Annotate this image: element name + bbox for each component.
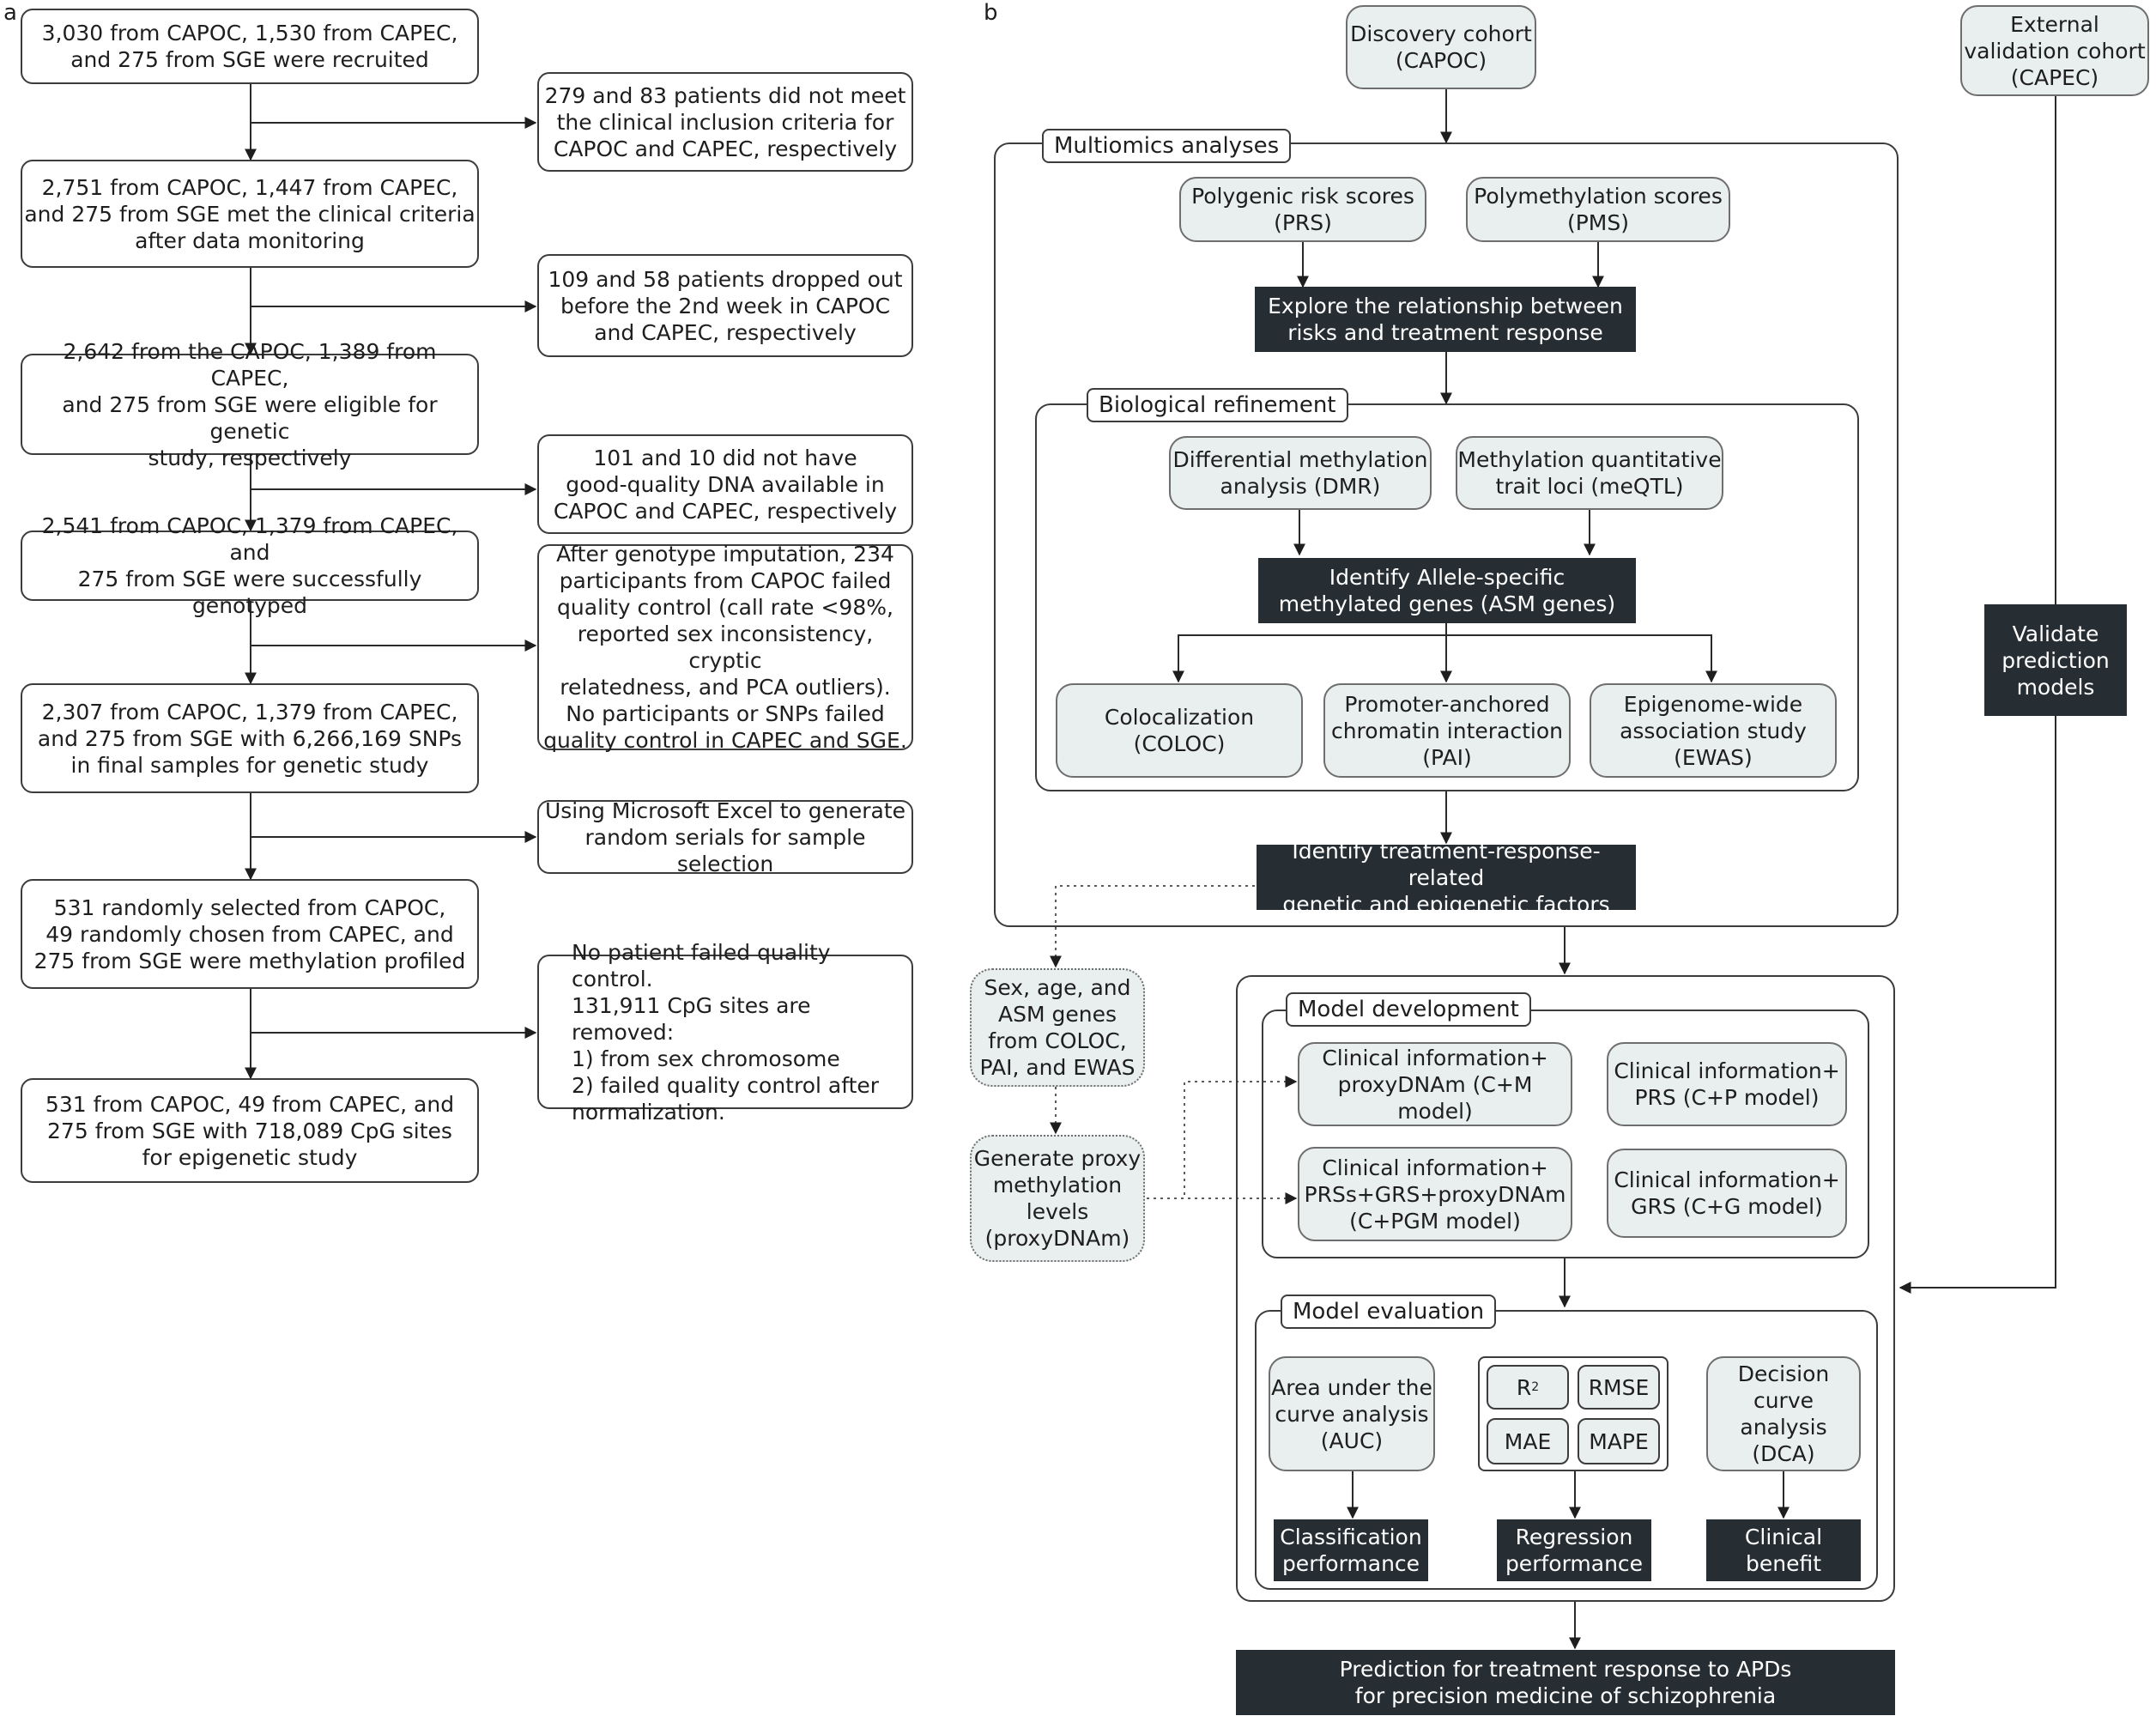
pai-box: Promoter-anchored chromatin interaction …	[1323, 683, 1571, 778]
flow-genotyped: 2,541 from CAPOC, 1,379 from CAPEC, and …	[21, 513, 479, 618]
model-evaluation-group	[1255, 1310, 1878, 1590]
regression-performance: Regression performance	[1497, 1519, 1651, 1581]
arrow-validate-modeleval	[1899, 716, 2056, 1294]
ewas-box: Epigenome-wide association study (EWAS)	[1590, 683, 1837, 778]
exclusion-methylation-qc: No patient failed quality control. 131,9…	[537, 940, 913, 1125]
cg-model-box: Clinical information+ GRS (C+G model)	[1607, 1149, 1847, 1238]
cm-model-box: Clinical information+ proxyDNAm (C+M mod…	[1298, 1042, 1572, 1126]
panel-label-a: a	[3, 0, 17, 26]
flow-final-genetic: 2,307 from CAPOC, 1,379 from CAPEC, and …	[21, 683, 479, 793]
model-development-tag: Model development	[1286, 992, 1531, 1027]
classification-performance: Classification performance	[1274, 1519, 1428, 1581]
note-random-serials: Using Microsoft Excel to generate random…	[537, 798, 913, 876]
exclusion-inclusion-criteria: 279 and 83 patients did not meet the cli…	[537, 72, 913, 172]
model-evaluation-tag: Model evaluation	[1281, 1295, 1497, 1329]
prs-box: Polygenic risk scores (PRS)	[1179, 177, 1426, 242]
explore-relationship: Explore the relationship between risks a…	[1255, 287, 1636, 352]
flow-eligible-genetic: 2,642 from the CAPOC, 1,389 from CAPEC, …	[21, 339, 479, 470]
identify-asm-genes: Identify Allele-specific methylated gene…	[1258, 558, 1636, 623]
multiomics-analyses-tag: Multiomics analyses	[1042, 129, 1292, 163]
discovery-cohort: Discovery cohort (CAPOC)	[1346, 5, 1536, 89]
flow-final-epigenetic: 531 from CAPOC, 49 from CAPEC, and 275 f…	[21, 1078, 479, 1183]
flow-recruited: 3,030 from CAPOC, 1,530 from CAPEC, and …	[21, 9, 479, 84]
dmr-box: Differential methylation analysis (DMR)	[1169, 436, 1432, 510]
sex-age-asm-box: Sex, age, and ASM genes from COLOC, PAI,…	[970, 968, 1145, 1087]
prediction-conclusion: Prediction for treatment response to APD…	[1236, 1650, 1895, 1715]
cpgm-model-box: Clinical information+ PRSs+GRS+proxyDNAm…	[1298, 1147, 1572, 1241]
mae-metric: MAE	[1487, 1418, 1569, 1464]
flow-methylation-profiled: 531 randomly selected from CAPOC, 49 ran…	[21, 879, 479, 989]
exclusion-dropped-out: 109 and 58 patients dropped out before t…	[537, 254, 913, 357]
dca-box: Decision curve analysis (DCA)	[1706, 1356, 1861, 1471]
auc-box: Area under the curve analysis (AUC)	[1269, 1356, 1435, 1471]
model-development-group	[1262, 1010, 1869, 1258]
identify-treatment-factors: Identify treatment-response-related gene…	[1257, 839, 1636, 917]
modeling-outer-group	[1236, 975, 1895, 1602]
biological-refinement-tag: Biological refinement	[1087, 388, 1348, 422]
pms-box: Polymethylation scores (PMS)	[1466, 177, 1730, 242]
biological-refinement-group	[1035, 403, 1859, 791]
external-validation-cohort: External validation cohort (CAPEC)	[1960, 5, 2149, 96]
coloc-box: Colocalization (COLOC)	[1056, 683, 1303, 778]
panel-label-b: b	[984, 0, 998, 26]
generate-proxydnam-box: Generate proxy methylation levels (proxy…	[970, 1135, 1145, 1262]
meqtl-box: Methylation quantitative trait loci (meQ…	[1456, 436, 1723, 510]
rmse-metric: RMSE	[1578, 1365, 1660, 1410]
multiomics-analyses-group	[994, 142, 1899, 927]
r2-label: R	[1516, 1374, 1532, 1400]
r2-superscript: 2	[1531, 1380, 1540, 1394]
validate-prediction-models: Validate prediction models	[1984, 604, 2127, 716]
exclusion-dna-quality: 101 and 10 did not have good-quality DNA…	[537, 434, 913, 534]
clinical-benefit: Clinical benefit	[1706, 1519, 1861, 1581]
exclusion-genotype-qc: After genotype imputation, 234 participa…	[537, 542, 913, 753]
flow-met-criteria: 2,751 from CAPOC, 1,447 from CAPEC, and …	[21, 160, 479, 268]
cp-model-box: Clinical information+ PRS (C+P model)	[1607, 1042, 1847, 1126]
mape-metric: MAPE	[1578, 1418, 1660, 1464]
